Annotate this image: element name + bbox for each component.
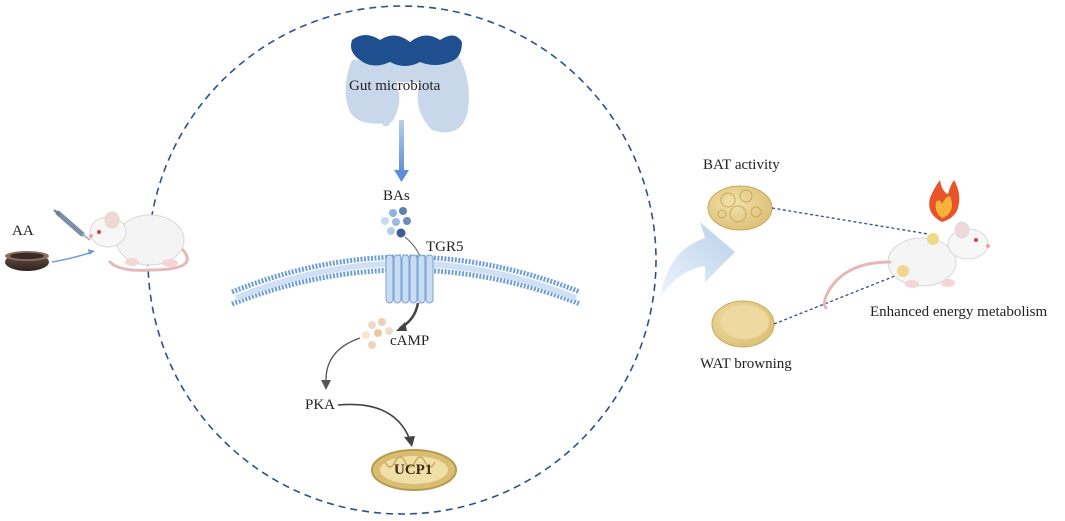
- gut-icon: [345, 35, 469, 133]
- bile-acids-label: BAs: [383, 188, 410, 204]
- mouse-icon-left: [89, 211, 189, 272]
- bat-connector: [771, 207, 929, 235]
- camp-to-pka-arrow: [325, 337, 361, 383]
- feeding-arrowhead: [88, 249, 95, 255]
- wat-tissue-icon: [711, 300, 775, 348]
- mitochondrion-icon: [371, 449, 457, 491]
- gut-microbiota-label: Gut microbiota: [349, 78, 441, 94]
- bat-tissue-icon: [707, 185, 773, 231]
- feeding-arrow: [51, 251, 93, 263]
- bas-to-tgr5-line: [404, 236, 421, 257]
- aa-bowl-icon: [5, 251, 49, 271]
- tgr5-to-camp-arrowhead: [396, 322, 407, 331]
- pka-to-ucp1-arrow: [337, 403, 411, 441]
- tgr5-to-camp-arrow: [399, 302, 420, 330]
- bat-activity-label: BAT activity: [703, 157, 780, 173]
- camp-dots: [362, 318, 393, 349]
- tgr5-receptor-icon: [385, 254, 434, 304]
- pka-to-ucp1-arrowhead: [404, 436, 415, 447]
- syringe-icon: [53, 209, 91, 241]
- wat-browning-label: WAT browning: [700, 356, 792, 372]
- wat-connector: [773, 271, 906, 325]
- fire-icon: [929, 180, 960, 222]
- tgr5-label: TGR5: [426, 239, 464, 255]
- mouse-icon-right: [822, 221, 990, 310]
- pka-label: PKA: [305, 397, 336, 413]
- ucp1-label: UCP1: [394, 462, 433, 478]
- camp-to-pka-arrowhead: [321, 380, 331, 390]
- gut-to-bas-arrow: [399, 120, 404, 172]
- bile-acid-dots: [381, 207, 411, 238]
- energy-metabolism-label: Enhanced energy metabolism: [870, 304, 1048, 320]
- gut-to-bas-arrowhead: [394, 170, 409, 182]
- treatment-label: AA: [12, 223, 34, 239]
- camp-label: cAMP: [390, 333, 430, 349]
- transition-arrow: [660, 222, 735, 298]
